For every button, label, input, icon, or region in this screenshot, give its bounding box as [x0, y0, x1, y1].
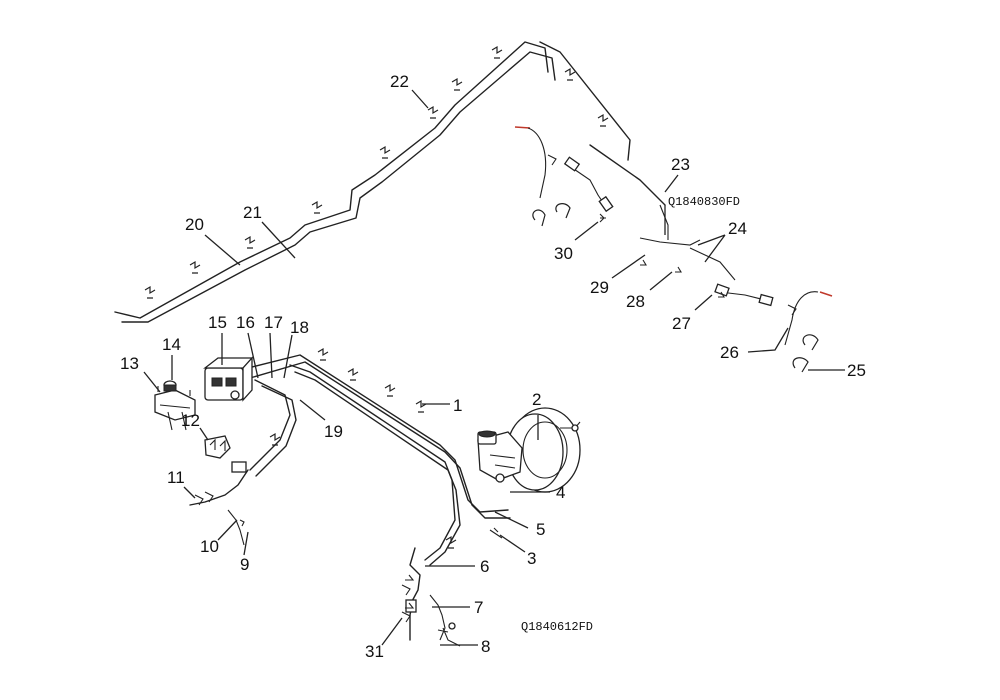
callout-1: 1 [453, 396, 462, 415]
rear-hose-assembly-upper [514, 126, 701, 246]
callout-14: 14 [162, 335, 181, 354]
part-tags [405, 213, 725, 609]
callout-18: 18 [290, 318, 309, 337]
callout-26: 26 [720, 343, 739, 362]
callout-30: 30 [554, 244, 573, 263]
callout-11: 11 [167, 468, 185, 487]
leader-lines [143, 89, 845, 646]
callout-3: 3 [527, 549, 536, 568]
rear-line-clips [144, 45, 609, 299]
callout-6: 6 [480, 557, 489, 576]
callout-28: 28 [626, 292, 645, 311]
callout-10: 10 [200, 537, 219, 556]
callout-8: 8 [481, 637, 490, 656]
callout-13: 13 [120, 354, 139, 373]
rear-brake-line-left-20 [114, 41, 556, 323]
front-brake-line-bundle [239, 354, 511, 606]
callout-4: 4 [556, 483, 565, 502]
callout-31: 31 [365, 642, 384, 661]
callout-12: 12 [181, 411, 200, 430]
callout-2: 2 [532, 390, 541, 409]
abs-module [203, 356, 254, 402]
callout-25: 25 [847, 361, 866, 380]
front-line-clips [269, 347, 457, 549]
rear-hose-assembly-lower [689, 247, 833, 373]
master-cylinder [477, 430, 523, 483]
callout-23: 23 [671, 155, 690, 174]
callout-16: 16 [236, 313, 255, 332]
abs-to-left-front-lines [249, 379, 297, 477]
callout-22: 22 [390, 72, 409, 91]
part-3 [489, 527, 503, 539]
brake-booster [506, 407, 581, 493]
callout-7: 7 [474, 598, 483, 617]
callout-9: 9 [240, 555, 249, 574]
rear-brake-line-right-21 [539, 41, 666, 206]
part-code-q1840612fd: Q1840612FD [521, 620, 593, 634]
callout-labels: 1 2 3 4 5 6 7 8 9 10 11 12 13 14 15 16 1… [120, 72, 866, 661]
callout-29: 29 [590, 278, 609, 297]
callout-17: 17 [264, 313, 283, 332]
callout-5: 5 [536, 520, 545, 539]
right-front-hose [401, 584, 461, 647]
callout-21: 21 [243, 203, 262, 222]
callout-24: 24 [728, 219, 747, 238]
callout-27: 27 [672, 314, 691, 333]
front-bracket-12 [204, 435, 231, 459]
callout-15: 15 [208, 313, 227, 332]
left-front-hose [189, 461, 249, 546]
callout-19: 19 [324, 422, 343, 441]
callout-20: 20 [185, 215, 204, 234]
abs-bracket [154, 380, 196, 431]
part-code-q1840830fd: Q1840830FD [668, 195, 740, 209]
